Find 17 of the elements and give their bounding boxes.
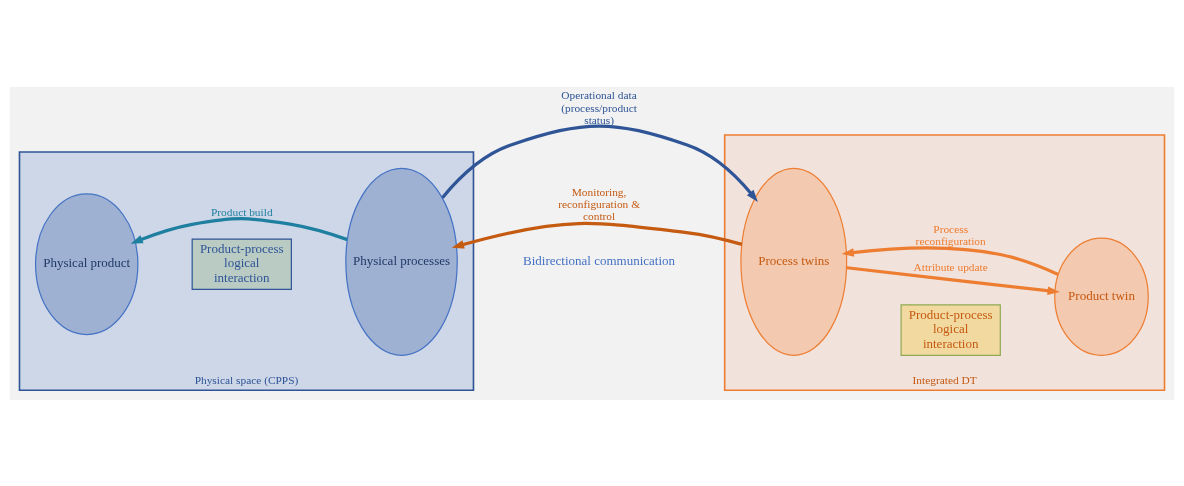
edge-label: Monitoring, reconfiguration & control <box>558 185 640 222</box>
edge-label: Process reconfiguration <box>915 222 986 247</box>
node-box: Product-process logical interaction <box>191 237 292 290</box>
arrow <box>841 245 1059 276</box>
edge-label: Product build <box>210 205 273 218</box>
node-ellipse: Product twin <box>1054 237 1149 356</box>
arrow <box>846 265 1060 295</box>
arrow <box>451 221 743 249</box>
node-ellipse: Physical product <box>34 192 139 335</box>
node-ellipse: Physical processes <box>345 167 458 356</box>
label: Bidirectional communication <box>523 252 676 268</box>
edge-label: Attribute update <box>913 260 988 273</box>
node-ellipse: Process twins <box>740 167 848 356</box>
arrow <box>441 123 758 202</box>
node-box: Product-process logical interaction <box>900 303 1001 356</box>
edge-label: Operational data (process/product status) <box>561 88 637 126</box>
arrow <box>130 216 348 244</box>
